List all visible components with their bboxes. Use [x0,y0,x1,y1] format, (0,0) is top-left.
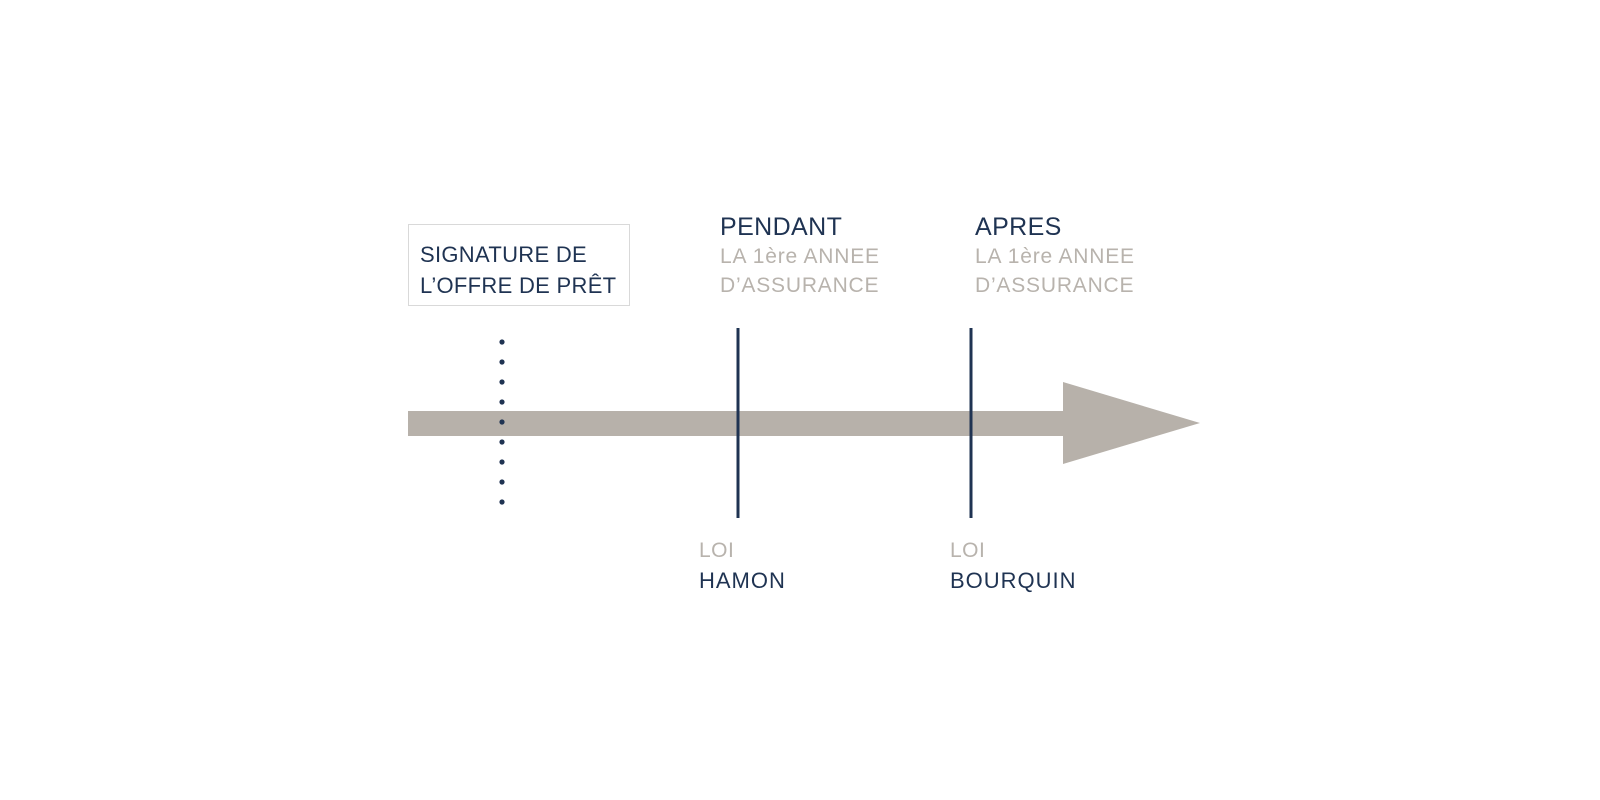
phase-during-sub-1: LA 1ère ANNEE [720,245,880,268]
start-label-line-1: SIGNATURE DE [420,242,587,267]
law-bourquin-name: BOURQUIN [950,568,1077,593]
timeline-arrow-head [1063,382,1200,464]
start-dotted-marker [499,339,505,505]
phase-after-title: APRES [975,213,1062,241]
phase-after-sub-2: D’ASSURANCE [975,274,1135,297]
law-bourquin-label: LOI BOURQUIN [950,536,1077,596]
law-bourquin-prefix: LOI [950,539,986,562]
law-hamon-name: HAMON [699,568,786,593]
phase-during-title: PENDANT [720,213,843,241]
phase-during: PENDANT LA 1ère ANNEE D’ASSURANCE [720,212,880,300]
law-hamon-prefix: LOI [699,539,735,562]
phase-after-sub-1: LA 1ère ANNEE [975,245,1135,268]
start-label-line-2: L’OFFRE DE PRÊT [420,273,617,298]
loan-offer-signature-box: SIGNATURE DE L’OFFRE DE PRÊT [408,224,630,306]
law-hamon-label: LOI HAMON [699,536,786,596]
phase-during-sub-2: D’ASSURANCE [720,274,880,297]
phase-after: APRES LA 1ère ANNEE D’ASSURANCE [975,212,1135,300]
